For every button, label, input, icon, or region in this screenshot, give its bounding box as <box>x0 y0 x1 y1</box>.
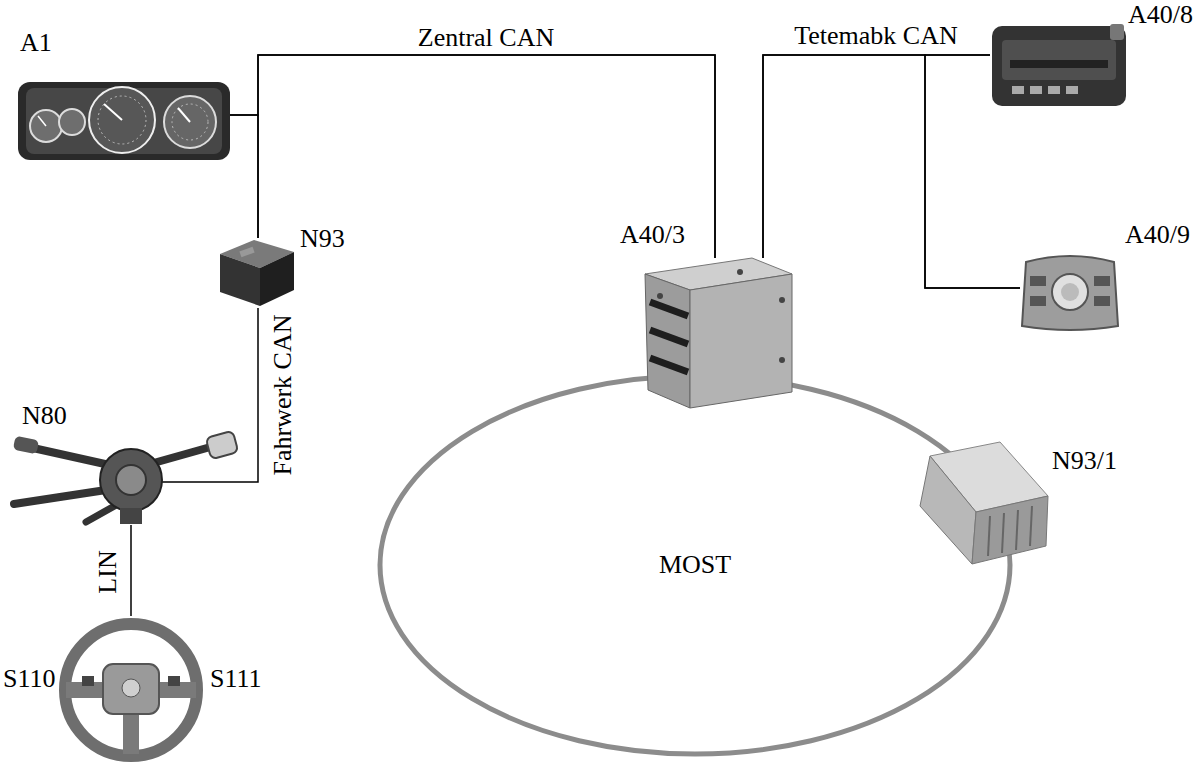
bus-line <box>763 55 1020 288</box>
bus-label: LIN <box>94 547 122 596</box>
label-holder: A40/8 <box>1128 2 1193 28</box>
label-holder: Tetemabk CAN <box>791 22 961 50</box>
bus-line <box>763 55 990 258</box>
part-code: A40/9 <box>1125 222 1190 248</box>
instrument-cluster-picture <box>18 82 230 160</box>
bus-line <box>258 55 715 258</box>
label-holder: LIN <box>94 547 122 596</box>
label-holder: S111 <box>210 666 262 692</box>
head-unit-picture <box>645 258 792 408</box>
steering-wheel-picture <box>65 624 197 756</box>
label-holder: A40/9 <box>1125 222 1190 248</box>
label-holder: N93/1 <box>1052 448 1117 474</box>
label-holder: Zentral CAN <box>415 24 557 52</box>
bus-label: Zentral CAN <box>415 24 557 52</box>
amplifier-module-picture <box>920 442 1048 564</box>
part-code: N93/1 <box>1052 448 1117 474</box>
label-holder: MOST <box>659 552 731 578</box>
part-code: A40/8 <box>1128 2 1193 28</box>
most-ring: MOST <box>377 373 1013 757</box>
bus-line <box>230 115 258 238</box>
label-holder: N80 <box>22 403 67 429</box>
controller-unit-picture <box>1022 256 1118 330</box>
gateway-module-picture <box>220 240 294 306</box>
part-code: N93 <box>300 226 345 252</box>
label-holder: S110 <box>3 666 56 692</box>
display-unit-picture <box>992 24 1126 106</box>
part-code: S111 <box>210 666 262 692</box>
label-holder: Fahrwerk CAN <box>269 311 297 478</box>
label-holder: N93 <box>300 226 345 252</box>
part-code: S110 <box>3 666 56 692</box>
bus-label: Fahrwerk CAN <box>269 311 297 478</box>
ring-line <box>380 376 1010 754</box>
part-code: A40/3 <box>620 222 685 248</box>
steering-column-module-picture <box>13 431 239 524</box>
bus-label: Tetemabk CAN <box>791 22 961 50</box>
bus-name: MOST <box>659 552 731 578</box>
bus-line <box>130 525 132 616</box>
part-code: N80 <box>22 403 67 429</box>
label-holder: A40/3 <box>620 222 685 248</box>
label-holder: A1 <box>20 30 52 56</box>
part-code: A1 <box>20 30 52 56</box>
bus-line <box>230 55 715 258</box>
